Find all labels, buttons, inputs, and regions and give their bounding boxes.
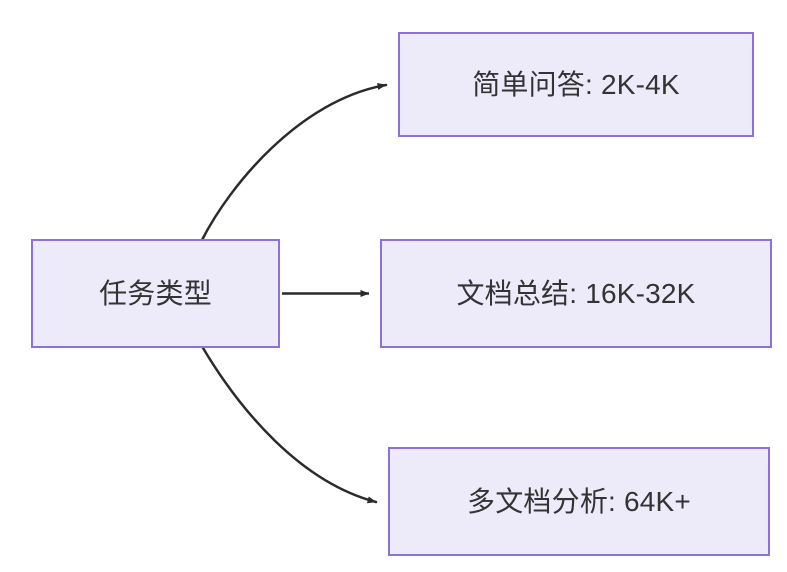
edge-root-to-simple-qa: [200, 83, 388, 242]
node-simple-qa[interactable]: 简单问答: 2K-4K: [398, 32, 754, 137]
node-simple-qa-label: 简单问答: 2K-4K: [472, 69, 680, 100]
node-document-summary-label: 文档总结: 16K-32K: [456, 278, 696, 309]
node-multi-document-analysis[interactable]: 多文档分析: 64K+: [388, 447, 770, 556]
node-root-label: 任务类型: [99, 278, 212, 309]
node-document-summary[interactable]: 文档总结: 16K-32K: [380, 239, 772, 348]
edge-root-to-multi-doc: [201, 346, 378, 504]
node-root-task-type[interactable]: 任务类型: [31, 239, 280, 348]
node-multi-document-analysis-label: 多文档分析: 64K+: [467, 486, 691, 517]
